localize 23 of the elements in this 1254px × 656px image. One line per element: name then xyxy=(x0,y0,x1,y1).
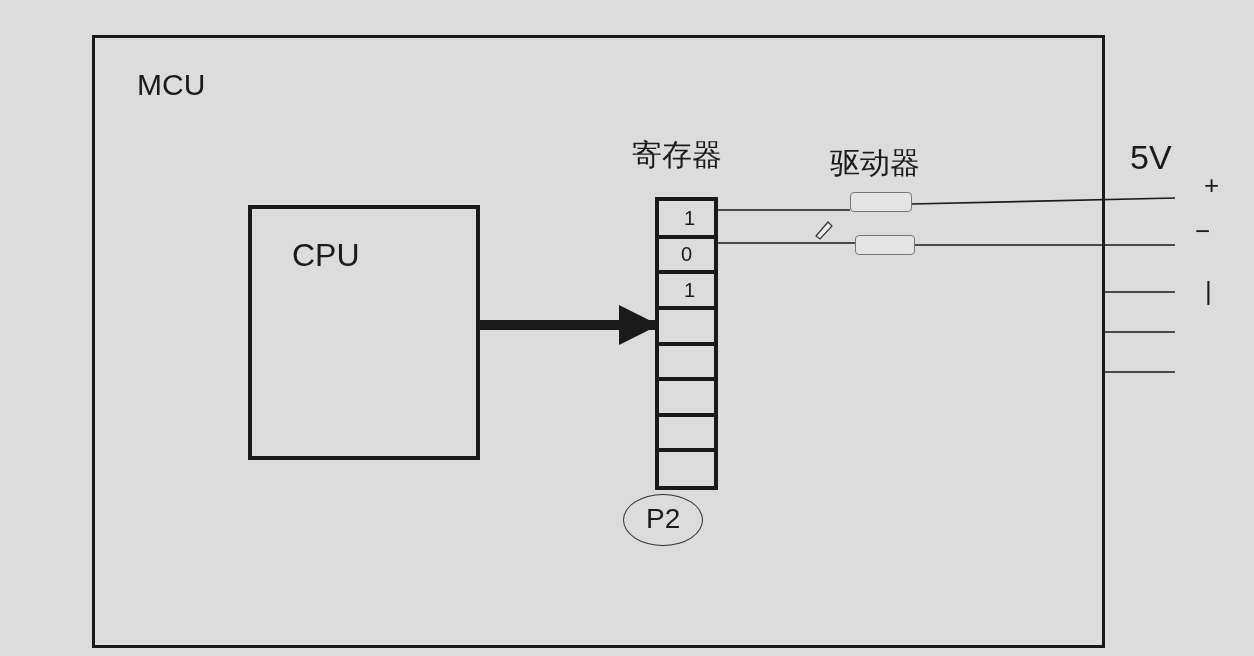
signal-line xyxy=(914,244,1176,246)
signal-line xyxy=(1104,331,1176,333)
cell-digit: 0 xyxy=(681,244,693,264)
driver-heading: 驱动器 xyxy=(830,148,920,178)
signal-line xyxy=(911,197,1176,205)
handwritten-mark: | xyxy=(1205,278,1212,304)
mcu-title: MCU xyxy=(137,70,206,100)
register-heading: 寄存器 xyxy=(632,140,722,170)
signal-line xyxy=(1104,371,1176,373)
register-column xyxy=(655,197,718,490)
polarity-sign: + xyxy=(1204,172,1220,198)
signal-line xyxy=(717,242,856,244)
cpu-label: CPU xyxy=(292,239,360,271)
driver-box xyxy=(850,192,912,212)
voltage-label: 5V xyxy=(1130,140,1172,174)
mcu-frame xyxy=(92,35,1105,648)
cell-digit: 1 xyxy=(684,280,696,300)
signal-line xyxy=(717,209,851,211)
polarity-sign: − xyxy=(1195,218,1211,244)
driver-box xyxy=(855,235,915,255)
signal-line xyxy=(1104,291,1176,293)
cell-digit: 1 xyxy=(684,208,696,228)
cpu-box xyxy=(248,205,480,460)
